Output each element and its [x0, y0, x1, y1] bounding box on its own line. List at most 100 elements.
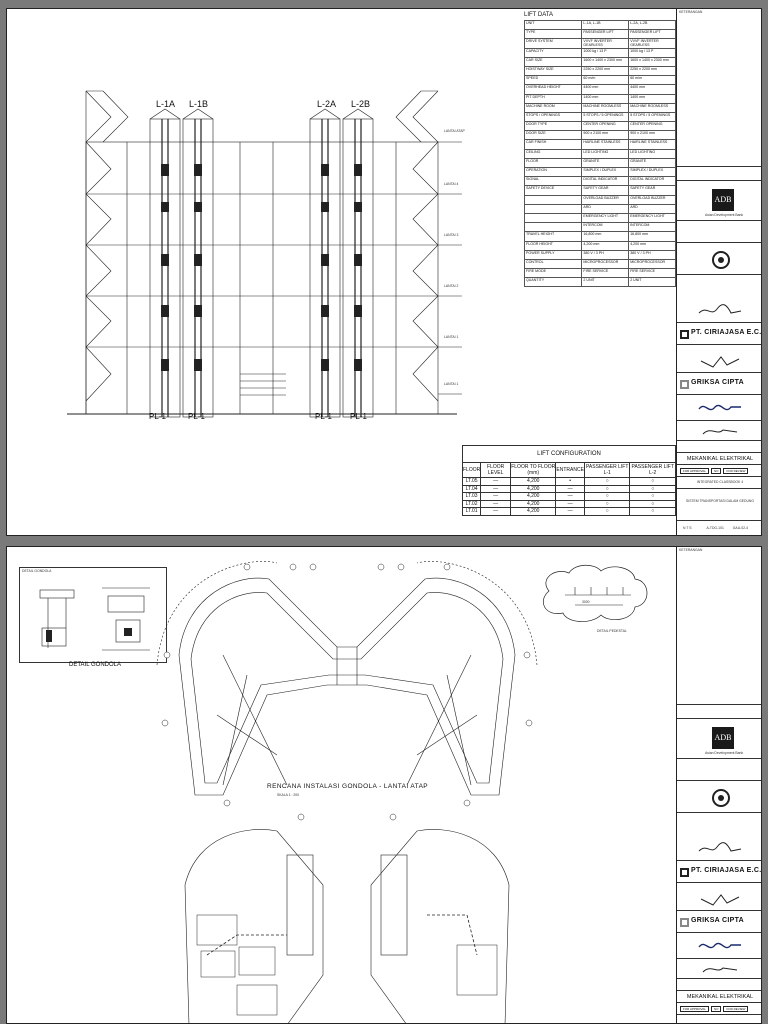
- ministry-box: [677, 781, 761, 813]
- lift-data-cell: DIGITAL INDICATOR: [628, 176, 676, 187]
- lift-data-cell: [523, 194, 583, 205]
- notes-box: KETERANGAN: [677, 547, 761, 705]
- lift-label-l2b: L-2B: [351, 99, 371, 109]
- griksa-sign-box: [677, 395, 761, 421]
- lift-data-cell: 16,800 mm: [581, 231, 630, 242]
- detail-gondola-caption: DETAIL GONDOLA: [22, 569, 52, 573]
- company-griksa: GRIKSA CIPTA: [691, 917, 744, 924]
- level-label: LANTAI 1: [444, 382, 459, 386]
- stamp-approval: FOR APPROVAL: [680, 468, 709, 474]
- owner-box: [677, 759, 761, 781]
- lift-data-cell: 380 V / 3 PH: [581, 249, 630, 260]
- lift-config-cell: •: [555, 477, 585, 486]
- lift-config-cell: LT.05: [461, 477, 482, 486]
- pit-label: PL-1: [188, 412, 205, 421]
- lift-config-cell: ○: [583, 492, 631, 501]
- griksa-box: GRIKSA CIPTA: [677, 911, 761, 933]
- signature-icon: [700, 356, 740, 368]
- lift-data-cell: DOOR SIZE: [523, 130, 583, 141]
- lift-data-cell: HAIRLINE STAINLESS: [628, 139, 676, 150]
- signature-icon: [698, 842, 742, 852]
- lift-data-cell: [523, 222, 583, 233]
- title-block: KETERANGAN ADB Asian Development Bank PT…: [676, 547, 762, 1023]
- lift-data-cell: EMERGENCY LIGHT: [581, 212, 630, 224]
- lift-config-cell: ○: [629, 484, 676, 493]
- lift-data-cell: 4400 mm: [628, 84, 676, 95]
- lift-data-cell: CENTER OPENING: [581, 121, 630, 132]
- lift-data-cell: LED LIGHTING: [581, 148, 630, 159]
- discipline-label: MEKANIKAL ELEKTRIKAL: [686, 994, 754, 1000]
- lift-data-cell: SPEED: [523, 75, 583, 86]
- approver-box: [677, 441, 761, 453]
- lift-config-cell: —: [480, 499, 512, 508]
- lift-section-drawing: L-1A L-1B L-2A L-2B PL-1 PL-1 PL-1 PL-1 …: [7, 9, 676, 535]
- lift-data-cell: [523, 203, 583, 214]
- consultant-box: [677, 275, 761, 323]
- drawing-number: A-TDG-101: [706, 526, 724, 530]
- pit-label: PL-1: [315, 412, 332, 421]
- lift-data-cell: [523, 212, 583, 224]
- lift-config-cell: ○: [583, 499, 631, 508]
- lift-config-header: FLOOR: [461, 462, 482, 478]
- lift-data-cell: SAFETY GEAR: [581, 185, 630, 196]
- ministry-box: [677, 243, 761, 275]
- lift-data-cell: 1400 mm: [581, 93, 630, 104]
- lift-data-cell: FIRE SERVICE: [581, 268, 630, 279]
- lift-data-cell: 380 V / 3 PH: [628, 249, 676, 260]
- lift-data-cell: POWER SUPPLY: [523, 249, 583, 260]
- company-ciriajasa: PT. CIRIAJASA E.C.: [691, 867, 762, 874]
- pit-label: PL-1: [350, 412, 367, 421]
- drawing-title: SISTEM TRANSPORTASI DALAM GEDUNG: [685, 499, 754, 503]
- lift-config-cell: LT.03: [461, 492, 482, 501]
- lift-data-cell: MACHINE ROOM: [523, 102, 583, 113]
- lift-data-cell: STOPS / OPENINGS: [523, 111, 583, 123]
- discipline-box: MEKANIKAL ELEKTRIKAL: [677, 991, 761, 1003]
- lift-data-cell: SIMPLEX / DUPLEX: [628, 166, 676, 178]
- lift-config-cell: ○: [629, 499, 676, 508]
- lift-data-cell: VVVF INVERTER GEARLESS: [581, 38, 630, 49]
- lift-data-cell: 5 STOPS / 5 OPENINGS: [628, 111, 676, 123]
- drawing-sheet-lift-section: L-1A L-1B L-2A L-2B PL-1 PL-1 PL-1 PL-1 …: [6, 8, 762, 536]
- owner-box: [677, 221, 761, 243]
- pit-label: PL-1: [149, 412, 166, 421]
- plan-title-text: RENCANA INSTALASI GONDOLA - LANTAI ATAP: [267, 783, 429, 790]
- project-box: INTEGRATED CLASSBOOK 4: [677, 477, 761, 489]
- drawing-sheet-gondola-plan: DETAIL GONDOLA DETAIL GONDOLA: [6, 546, 762, 1024]
- lift-config-cell: —: [555, 499, 585, 508]
- drawing-title-box: SISTEM TRANSPORTASI DALAM GEDUNG: [677, 489, 761, 521]
- lift-data-cell: 4400 mm: [581, 84, 630, 95]
- lift-data-cell: MACHINE ROOMLESS: [581, 102, 630, 113]
- stamp-review: FOR REVIEW: [723, 1006, 749, 1012]
- discipline-box: MEKANIKAL ELEKTRIKAL: [677, 453, 761, 465]
- lift-label-l2a: L-2A: [317, 99, 337, 109]
- lift-config-cell: ○: [583, 507, 631, 516]
- signature-icon: [702, 967, 738, 973]
- lift-data-cell: 1000 kg / 13 P: [581, 47, 630, 58]
- lift-config-cell: ○: [583, 477, 631, 486]
- lift-data-cell: 2250 x 2200 mm: [581, 65, 630, 77]
- lift-data-cell: INTERCOM: [581, 222, 630, 233]
- lift-config-cell: ○: [629, 477, 676, 486]
- lift-data-cell: OVERHEAD HEIGHT: [523, 84, 583, 95]
- plan-title: RENCANA INSTALASI GONDOLA - LANTAI ATAP: [267, 783, 428, 790]
- level-label: LANTAI 2: [444, 284, 459, 288]
- contractor-sign-box: [677, 345, 761, 373]
- lift-data-cell: MACHINE ROOMLESS: [628, 102, 676, 113]
- lift-data-cell: 900 x 2100 mm: [628, 130, 676, 141]
